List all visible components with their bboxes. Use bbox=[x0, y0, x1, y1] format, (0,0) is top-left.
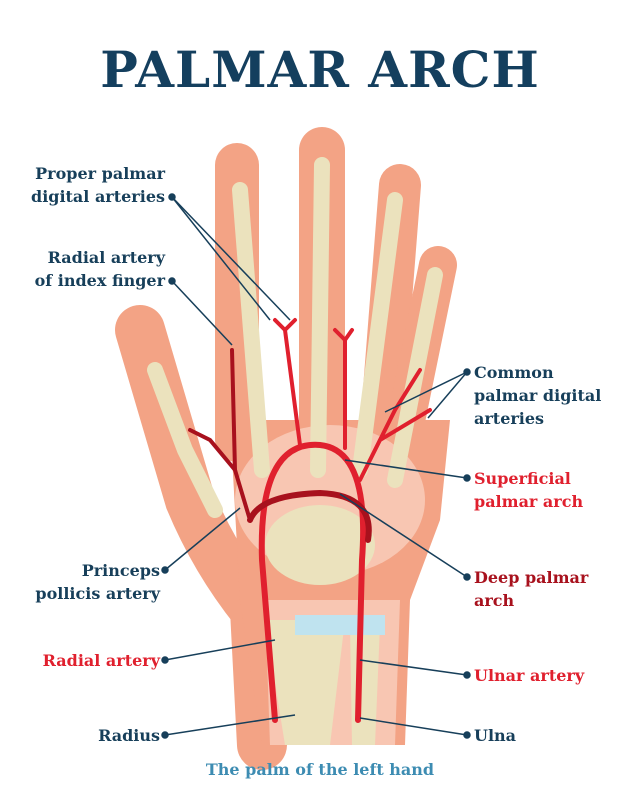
label-line: Proper palmar bbox=[35, 164, 165, 183]
label-line: digital arteries bbox=[31, 187, 165, 206]
leader-lines bbox=[161, 193, 471, 739]
label-line: arteries bbox=[474, 409, 545, 428]
label-superficial-palmar-arch: Superficial palmar arch bbox=[474, 467, 583, 513]
label-line: Radial artery bbox=[47, 248, 165, 267]
label-line: Superficial bbox=[474, 469, 571, 488]
label-line: arch bbox=[474, 591, 515, 610]
caption: The palm of the left hand bbox=[205, 760, 435, 779]
label-line: Common bbox=[474, 363, 554, 382]
deep-palmar-arch bbox=[247, 489, 372, 543]
page-title: PALMAR ARCH bbox=[100, 40, 540, 99]
label-radius: Radius bbox=[98, 726, 160, 745]
label-line: Princeps bbox=[81, 561, 160, 580]
label-proper-palmar-digital-arteries: Proper palmar digital arteries bbox=[31, 162, 165, 208]
label-line: palmar digital bbox=[474, 386, 602, 405]
label-line: Deep palmar bbox=[474, 568, 589, 587]
arteries bbox=[188, 318, 432, 723]
label-line: pollicis artery bbox=[35, 584, 160, 603]
label-common-palmar-digital-arteries: Common palmar digital arteries bbox=[474, 361, 601, 430]
label-deep-palmar-arch: Deep palmar arch bbox=[474, 566, 588, 612]
label-line: of index finger bbox=[34, 271, 165, 290]
label-princeps-pollicis-artery: Princeps pollicis artery bbox=[35, 559, 160, 605]
label-ulnar-artery: Ulnar artery bbox=[474, 666, 585, 685]
label-radial-artery: Radial artery bbox=[42, 651, 160, 670]
label-ulna: Ulna bbox=[474, 726, 517, 745]
princeps-pollicis-artery bbox=[188, 428, 237, 472]
label-line: palmar arch bbox=[474, 492, 584, 511]
label-radial-artery-index-finger: Radial artery of index finger bbox=[35, 246, 165, 292]
